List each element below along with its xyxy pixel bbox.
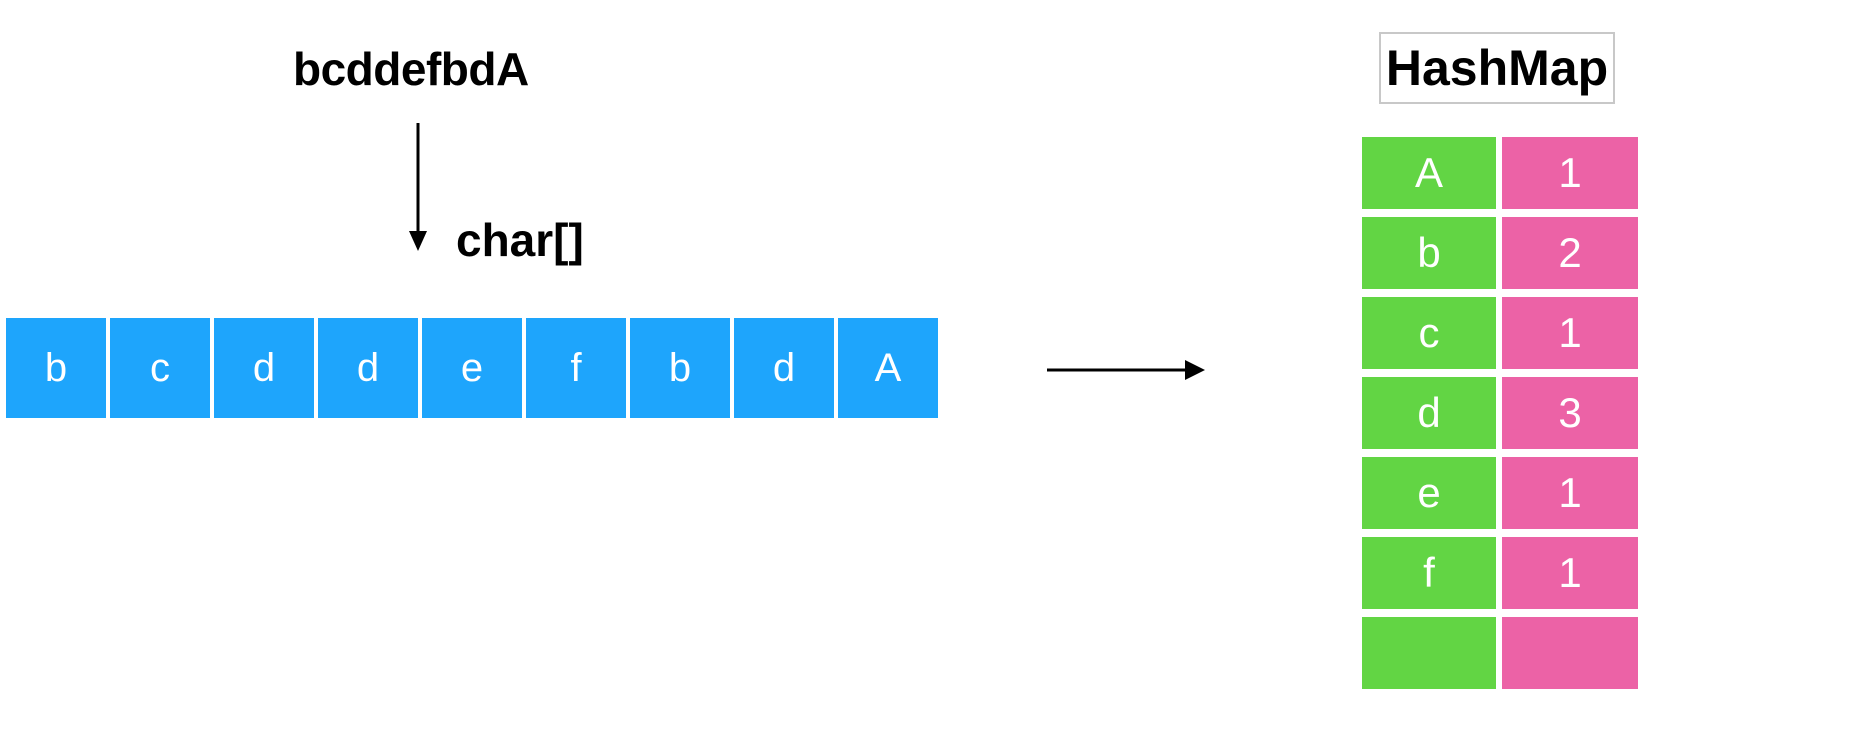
char-array-label: char[] — [456, 214, 584, 266]
hashmap-value: 1 — [1502, 137, 1638, 209]
hashmap-entry-empty — [1362, 617, 1638, 689]
hashmap-table: A 1 b 2 c 1 d 3 e 1 f 1 — [1362, 137, 1638, 689]
hashmap-value: 1 — [1502, 457, 1638, 529]
char-array: b c d d e f b d A — [6, 318, 938, 418]
char-array-cell: d — [318, 318, 418, 418]
hashmap-value: 1 — [1502, 297, 1638, 369]
hashmap-entry: f 1 — [1362, 537, 1638, 609]
hashmap-entry: b 2 — [1362, 217, 1638, 289]
hashmap-key: f — [1362, 537, 1496, 609]
hashmap-entry: c 1 — [1362, 297, 1638, 369]
hashmap-value — [1502, 617, 1638, 689]
hashmap-entry: e 1 — [1362, 457, 1638, 529]
char-array-cell: d — [734, 318, 834, 418]
hashmap-key: d — [1362, 377, 1496, 449]
hashmap-value: 3 — [1502, 377, 1638, 449]
hashmap-key: A — [1362, 137, 1496, 209]
char-array-cell: e — [422, 318, 522, 418]
hashmap-entry: A 1 — [1362, 137, 1638, 209]
char-array-cell: b — [6, 318, 106, 418]
arrow-right-icon — [1047, 360, 1205, 380]
hashmap-title: HashMap — [1379, 32, 1615, 104]
hashmap-value: 2 — [1502, 217, 1638, 289]
char-array-cell: f — [526, 318, 626, 418]
source-string-label: bcddefbdA — [293, 43, 529, 95]
hashmap-key: c — [1362, 297, 1496, 369]
hashmap-key — [1362, 617, 1496, 689]
char-array-cell: A — [838, 318, 938, 418]
hashmap-key: e — [1362, 457, 1496, 529]
hashmap-value: 1 — [1502, 537, 1638, 609]
arrow-down-icon — [409, 123, 427, 251]
char-array-cell: b — [630, 318, 730, 418]
char-array-cell: d — [214, 318, 314, 418]
hashmap-entry: d 3 — [1362, 377, 1638, 449]
char-array-cell: c — [110, 318, 210, 418]
hashmap-key: b — [1362, 217, 1496, 289]
